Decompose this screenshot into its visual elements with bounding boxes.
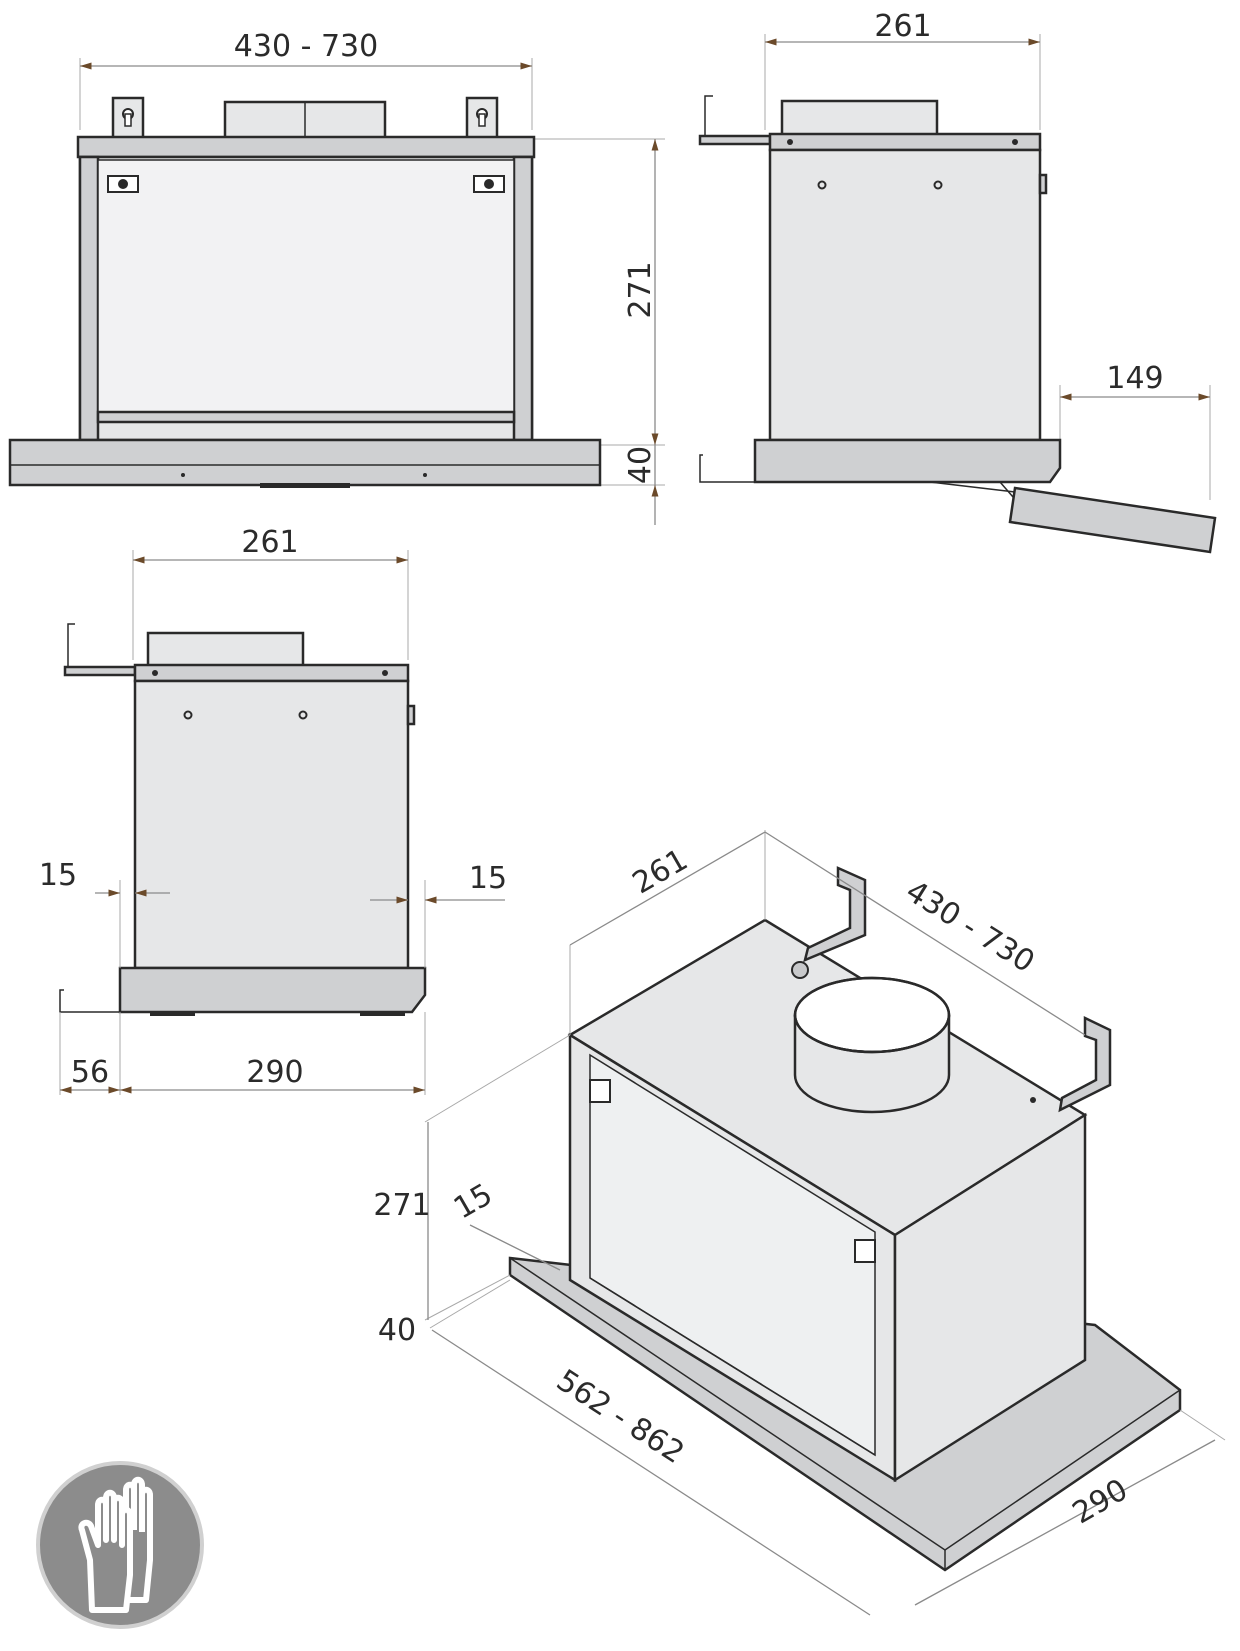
front-width-dimension: 430 - 730 bbox=[234, 29, 378, 64]
side-bottom-depth-dimension: 261 bbox=[241, 525, 298, 560]
side-view-bottom: 261 15 15 56 29 bbox=[39, 525, 507, 1095]
side-top-extension-dimension: 149 bbox=[1106, 361, 1163, 396]
side-bottom-base-depth-dimension: 290 bbox=[246, 1055, 303, 1090]
gloves-icon bbox=[36, 1461, 204, 1629]
mounting-bracket-right bbox=[465, 96, 499, 140]
side-bottom-overhang-dimension: 56 bbox=[71, 1055, 109, 1090]
side-bottom-inset-left-dimension: 15 bbox=[39, 858, 77, 893]
iso-inset-dimension: 15 bbox=[448, 1177, 499, 1226]
iso-base-dimension: 40 bbox=[378, 1313, 416, 1348]
side-bottom-inset-right-dimension: 15 bbox=[469, 861, 507, 896]
mounting-bracket-left bbox=[111, 96, 145, 140]
iso-width-dimension: 430 - 730 bbox=[900, 874, 1041, 980]
front-base-tray bbox=[8, 438, 602, 487]
side-view-top: 261 149 bbox=[698, 9, 1217, 554]
isometric-view: 261 430 - 730 271 40 15 562 - 862 290 bbox=[373, 830, 1226, 1616]
side-top-depth-dimension: 261 bbox=[874, 9, 931, 44]
front-height-dimension: 271 bbox=[623, 261, 658, 318]
iso-height-dimension: 271 bbox=[373, 1188, 430, 1223]
front-view: 430 - 730 271 40 bbox=[8, 29, 665, 525]
front-base-dimension: 40 bbox=[623, 446, 658, 484]
